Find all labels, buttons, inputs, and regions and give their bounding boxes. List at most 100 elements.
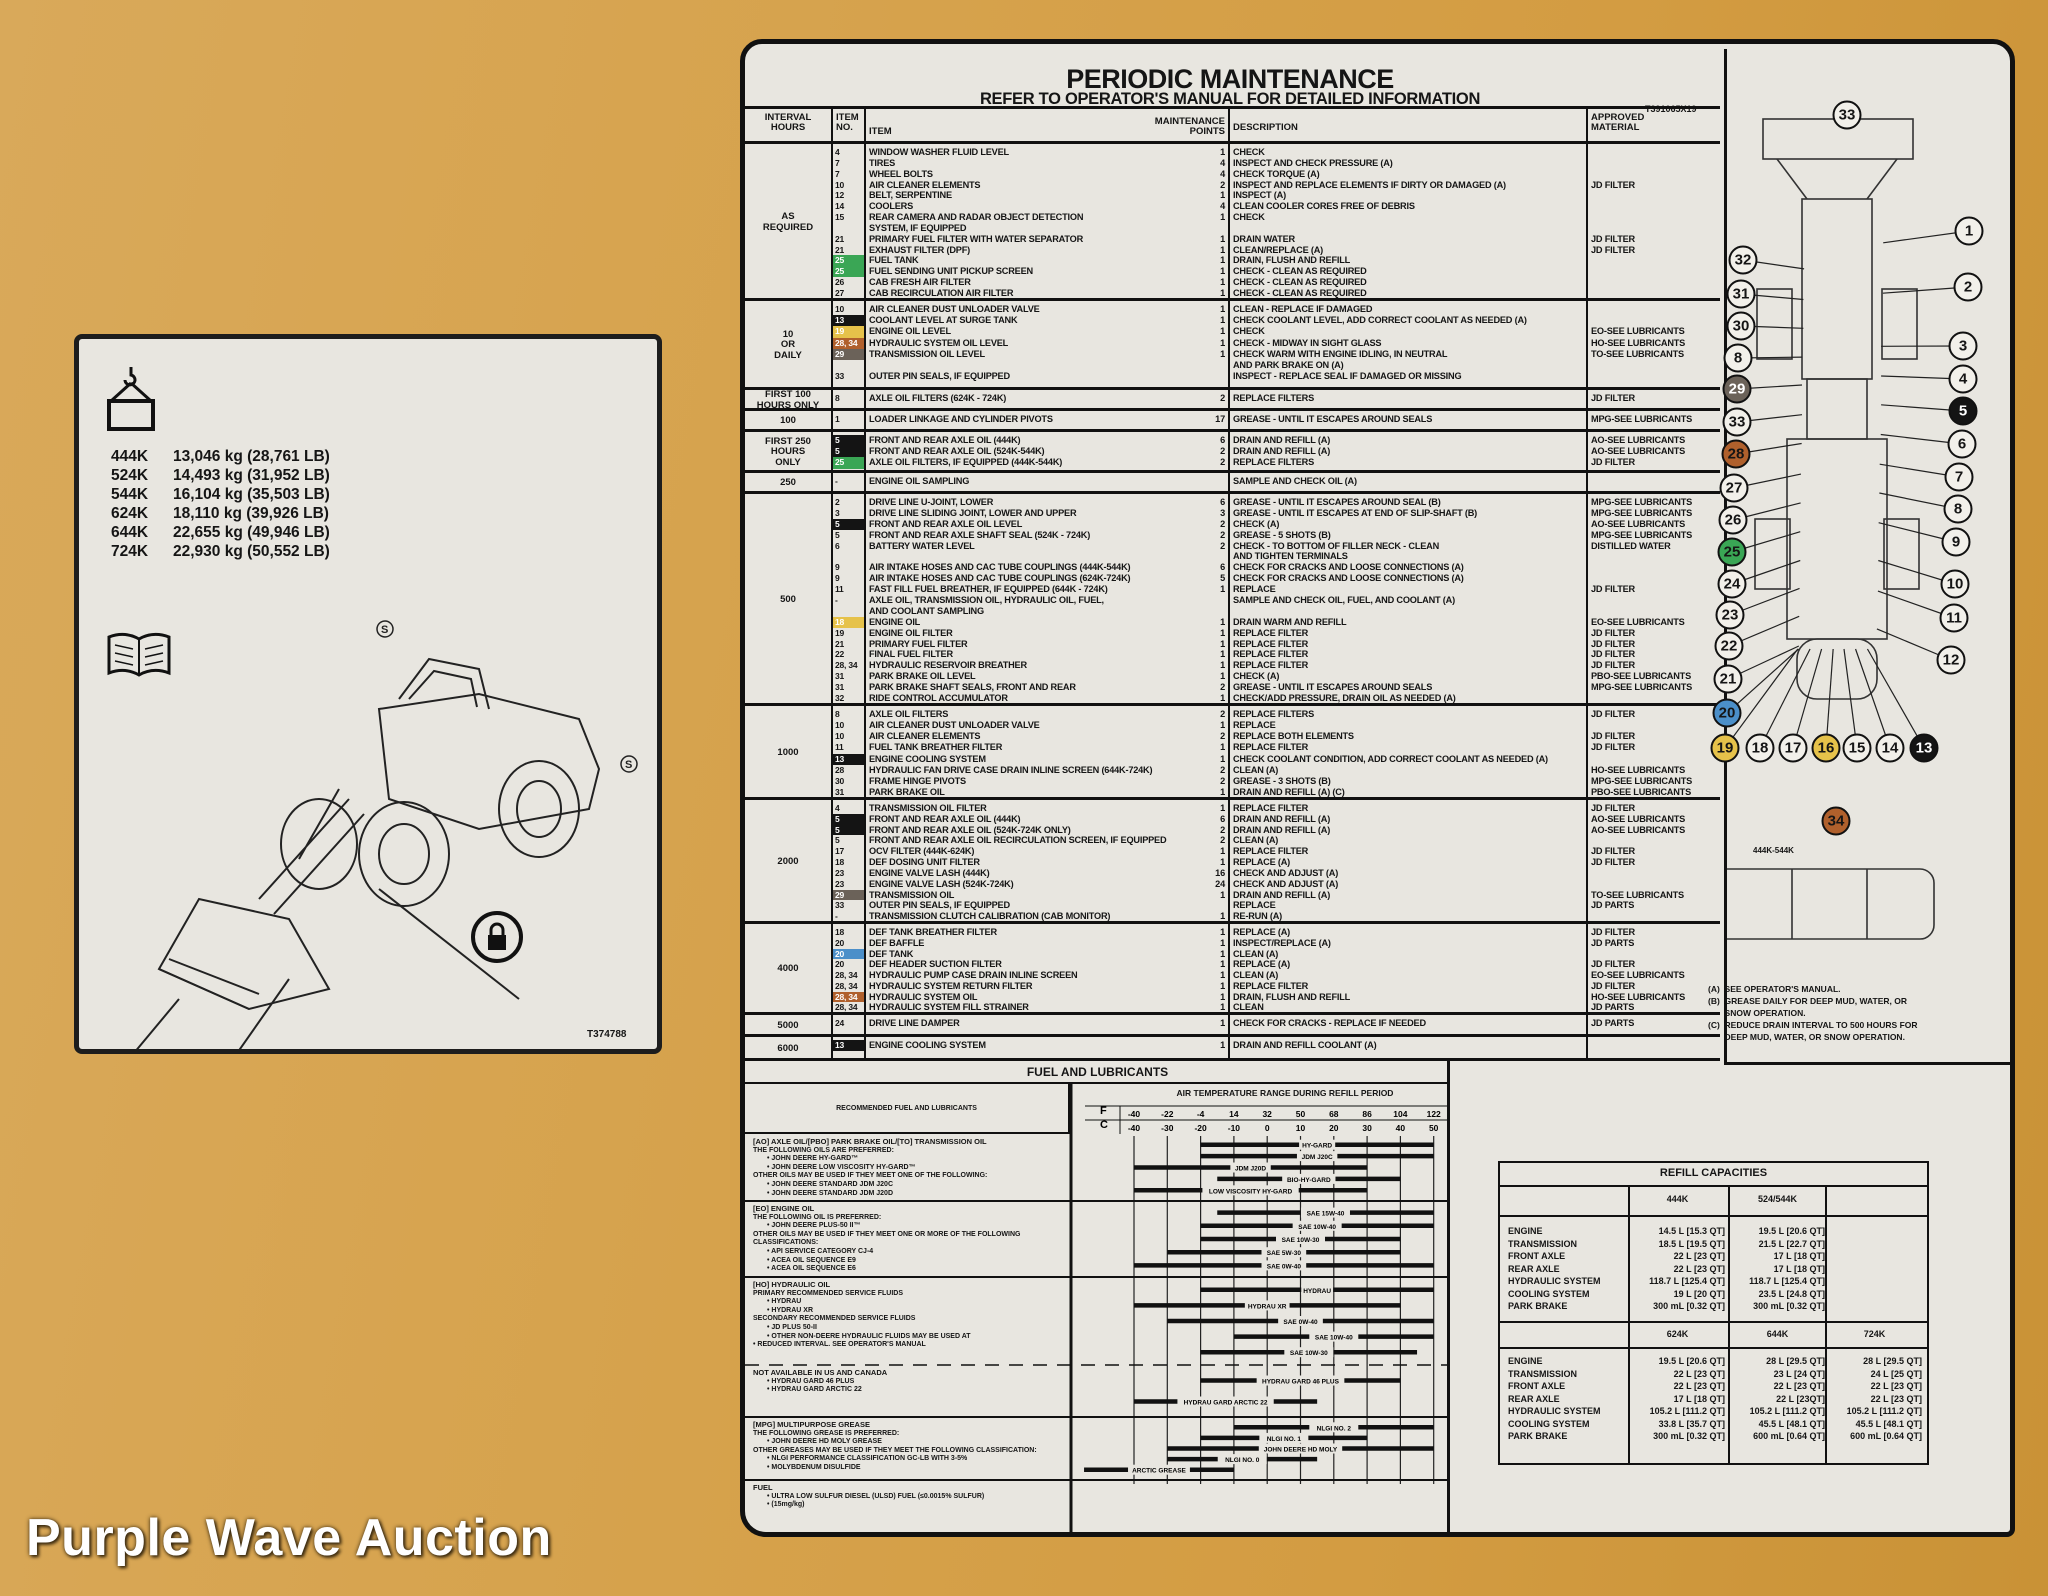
item-number-color-swatch: 25 bbox=[833, 266, 864, 278]
leader-line bbox=[1843, 648, 1858, 749]
maintenance-points: 16 bbox=[1215, 867, 1225, 878]
item-line: AXLE OIL, TRANSMISSION OIL, HYDRAULIC OI… bbox=[866, 595, 1228, 606]
callout-33: 33 bbox=[1722, 407, 1752, 437]
item-name: AIR CLEANER DUST UNLOADER VALVE bbox=[869, 720, 1040, 731]
maintenance-points: 1 bbox=[1220, 786, 1225, 797]
maintenance-points: 1 bbox=[1220, 753, 1225, 764]
interval-hours: 4000 bbox=[745, 924, 833, 1012]
item-description: CLEAN COOLER CORES FREE OF DEBRIS bbox=[1233, 201, 1415, 212]
item-name: FRONT AND REAR AXLE OIL LEVEL bbox=[869, 518, 1023, 529]
bar-label: SAE 10W-30 bbox=[1290, 1350, 1328, 1357]
maintenance-points: 1 bbox=[1220, 1040, 1225, 1050]
f-tick-label: -40 bbox=[1128, 1109, 1141, 1119]
item-name: AND COOLANT SAMPLING bbox=[869, 605, 984, 616]
callout-32: 32 bbox=[1728, 245, 1758, 275]
lifting-hook-icon bbox=[107, 367, 155, 431]
item-line: EXHAUST FILTER (DPF)1 bbox=[866, 245, 1228, 256]
approved-material: JD FILTER bbox=[1591, 980, 1635, 991]
c-tick-label: 40 bbox=[1396, 1123, 1406, 1133]
item-number-color-swatch: 29 bbox=[833, 889, 864, 901]
interval-hours: 10 OR DAILY bbox=[745, 301, 833, 387]
item-name: DRIVE LINE SLIDING JOINT, LOWER AND UPPE… bbox=[869, 507, 1077, 518]
approved-material: AO-SEE LUBRICANTS bbox=[1591, 435, 1686, 445]
leader-line bbox=[1792, 648, 1823, 749]
lubricant-text: THE FOLLOWING OIL IS PREFERRED: bbox=[753, 1213, 882, 1221]
callout-13: 13 bbox=[1909, 733, 1939, 763]
item-description: CLEAN (A) bbox=[1233, 764, 1279, 775]
maintenance-points: 1 bbox=[1220, 277, 1225, 288]
footnote: (A) SEE OPERATOR'S MANUAL. bbox=[1708, 984, 1841, 994]
callout-3: 3 bbox=[1948, 331, 1978, 361]
item-number: 10 bbox=[835, 731, 845, 742]
lubricant-text: [AO] AXLE OIL/[PBO] PARK BRAKE OIL/[TO] … bbox=[753, 1137, 987, 1146]
item-line: FRONT AND REAR AXLE SHAFT SEAL (524K - 7… bbox=[866, 530, 1228, 541]
weight-lb: (39,926 LB) bbox=[246, 505, 329, 522]
lubricant-text: PRIMARY RECOMMENDED SERVICE FLUIDS bbox=[753, 1289, 903, 1297]
weight-model: 524K bbox=[111, 467, 149, 484]
item-description: CHECK AND ADJUST (A) bbox=[1233, 878, 1339, 889]
bar-label-background bbox=[1284, 1347, 1334, 1358]
item-line: AIR INTAKE HOSES AND CAC TUBE COUPLINGS … bbox=[866, 562, 1228, 573]
item-description: CLEAN/REPLACE (A) bbox=[1233, 244, 1324, 255]
item-number: 11 bbox=[835, 742, 844, 753]
maintenance-points: 1 bbox=[1220, 348, 1225, 359]
callout-20: 20 bbox=[1712, 698, 1742, 728]
callout-29: 29 bbox=[1722, 374, 1752, 404]
item-number: 10 bbox=[835, 179, 845, 190]
page-title: PERIODIC MAINTENANCE bbox=[1066, 64, 1394, 94]
item-line bbox=[866, 360, 1228, 371]
item-number: 7 bbox=[835, 168, 840, 179]
maintenance-points: 1 bbox=[1220, 287, 1225, 298]
item-number-color-swatch: 28, 34 bbox=[833, 337, 864, 349]
item-number: 19 bbox=[835, 627, 845, 638]
item-name: AIR CLEANER ELEMENTS bbox=[869, 179, 981, 190]
description-column: REPLACE (A)INSPECT/REPLACE (A)CLEAN (A)R… bbox=[1230, 924, 1588, 1012]
approved-material bbox=[1588, 476, 1720, 487]
item-number: 4 bbox=[835, 147, 840, 157]
approved-material: JD FILTER bbox=[1591, 959, 1635, 970]
loader-drawing: S S S S bbox=[136, 620, 638, 1049]
item-description: CHECK - CLEAN AS REQUIRED bbox=[1233, 266, 1367, 277]
lubricant-text: • HYDRAU bbox=[767, 1298, 802, 1306]
maintenance-points: 2 bbox=[1220, 835, 1225, 846]
lubricant-text: • ULTRA LOW SULFUR DIESEL (ULSD) FUEL (≤… bbox=[767, 1492, 985, 1500]
item-description: GREASE - UNTIL IT ESCAPES AT END OF SLIP… bbox=[1233, 507, 1478, 518]
bar-label-background bbox=[1278, 1316, 1323, 1326]
item-number: 20 bbox=[835, 937, 845, 948]
item-number: 17 bbox=[835, 846, 845, 857]
approved-material bbox=[1588, 212, 1720, 223]
approved-material: JD FILTER bbox=[1591, 638, 1635, 649]
item-description: REPLACE FILTER bbox=[1233, 803, 1309, 813]
approved-material: JD FILTER bbox=[1591, 927, 1635, 937]
item-number-color-swatch: 13 bbox=[833, 1040, 864, 1052]
f-tick-label: 86 bbox=[1362, 1109, 1372, 1119]
bar-label-background bbox=[1202, 1185, 1299, 1196]
bar-label: HYDRAU bbox=[1303, 1288, 1331, 1295]
bar-label-background bbox=[1261, 1247, 1307, 1258]
item-description: CHECK TORQUE (A) bbox=[1233, 168, 1320, 179]
approved-material bbox=[1588, 201, 1720, 212]
item-name: PARK BRAKE OIL bbox=[869, 786, 945, 797]
item-name: CAB FRESH AIR FILTER bbox=[869, 277, 971, 288]
item-line: TRANSMISSION CLUTCH CALIBRATION (CAB MON… bbox=[866, 911, 1228, 921]
item-number: 32 bbox=[835, 693, 845, 704]
lubricant-text: • JOHN DEERE PLUS-50 II™ bbox=[767, 1222, 861, 1230]
item-description: DRAIN, FLUSH AND REFILL bbox=[1233, 255, 1351, 266]
material-column bbox=[1588, 473, 1720, 491]
item-number: 27 bbox=[835, 287, 845, 298]
